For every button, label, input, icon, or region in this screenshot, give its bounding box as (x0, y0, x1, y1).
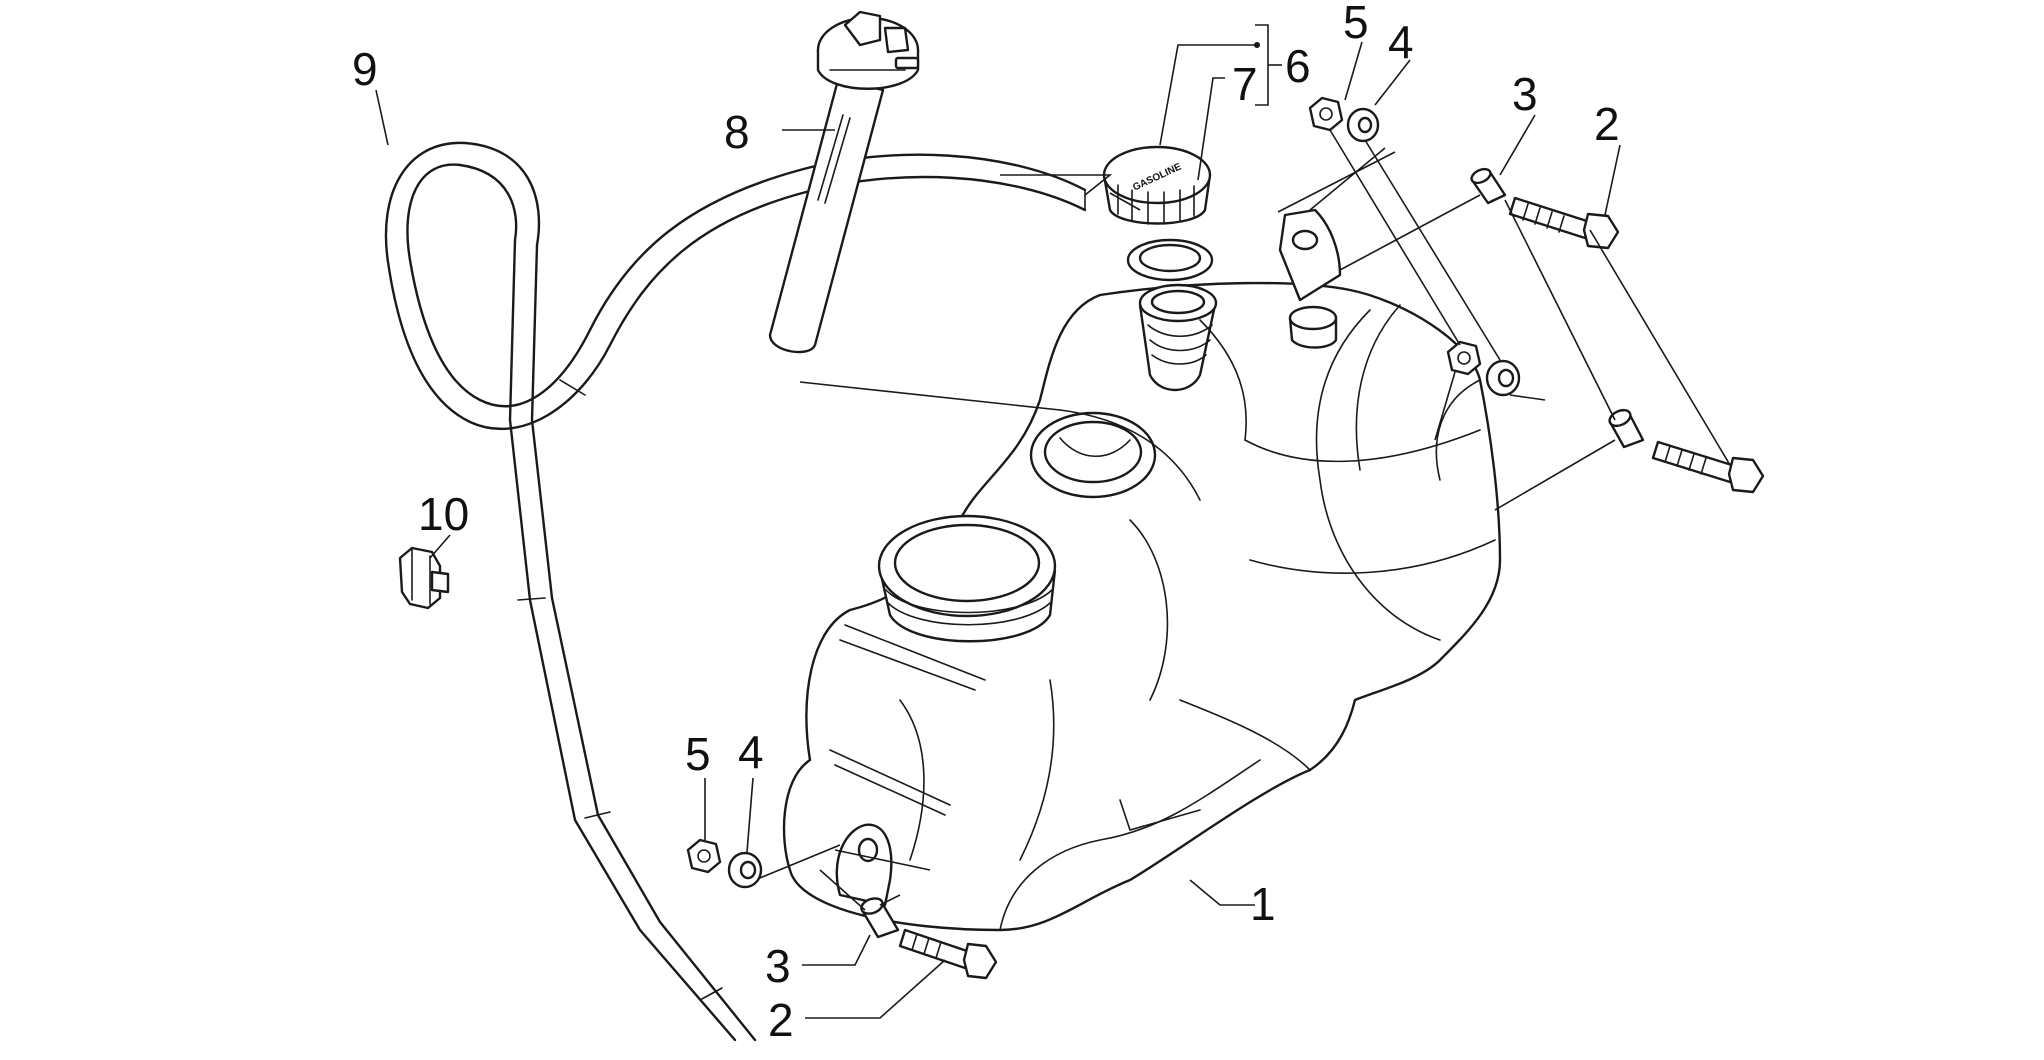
screw-right (1651, 440, 1765, 494)
callout-washer-bottom: 4 (738, 726, 764, 778)
callout-tank: 1 (1250, 878, 1276, 930)
leader-lines (375, 24, 1731, 1019)
fuel-tank (782, 208, 1502, 932)
bushing-bottom (860, 897, 900, 939)
callout-screw-bottom: 2 (768, 994, 794, 1046)
bushing-right (1608, 408, 1645, 449)
callout-labels: 1 2 3 4 5 6 7 8 9 10 5 4 3 2 (352, 0, 1620, 1046)
hose-clamp (398, 546, 450, 610)
callout-bushing-bottom: 3 (765, 940, 791, 992)
callout-cap: 7 (1232, 58, 1258, 110)
cap-gasket (1126, 238, 1214, 282)
callout-nut-bottom: 5 (685, 728, 711, 780)
callout-washer-top: 4 (1388, 16, 1414, 68)
fuel-cap: GASOLINE (1102, 145, 1212, 225)
fuel-level-gauge (768, 10, 920, 354)
bushing-top (1470, 167, 1507, 205)
washer-bottom (727, 851, 763, 889)
nut-middle (1446, 340, 1482, 376)
nut-top (1308, 96, 1344, 132)
callout-screw-top: 2 (1594, 98, 1620, 150)
callout-bushing-top: 3 (1512, 68, 1538, 120)
callout-cap-assembly: 6 (1285, 40, 1311, 92)
callout-nut-top: 5 (1343, 0, 1369, 48)
screw-top (1508, 196, 1620, 250)
nut-bottom (686, 838, 722, 874)
callout-clamp: 10 (418, 488, 469, 540)
washer-top (1346, 107, 1380, 143)
screw-bottom (898, 928, 998, 980)
washer-middle (1485, 359, 1521, 397)
callout-hose: 9 (352, 43, 378, 95)
callout-fuel-gauge: 8 (724, 106, 750, 158)
